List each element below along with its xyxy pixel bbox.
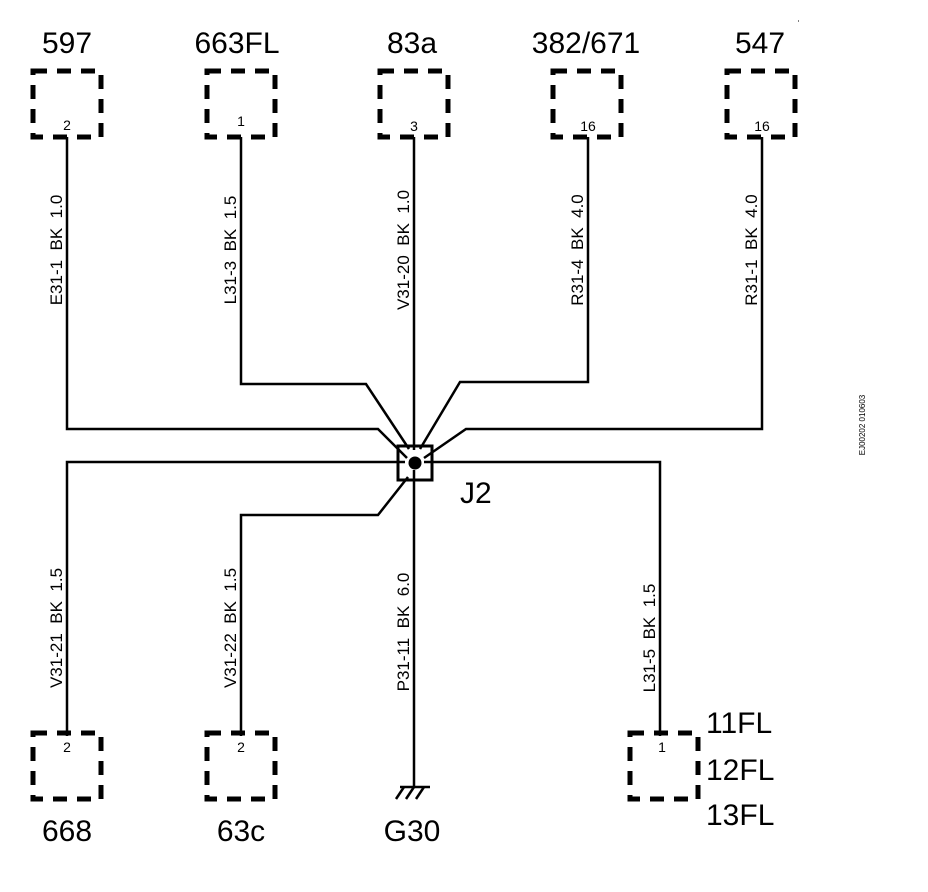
connector-11fl-box	[627, 730, 701, 802]
connector-83a[interactable]: 83a 3	[377, 27, 451, 140]
connector-597-label: 597	[42, 27, 92, 60]
wire-w7-color: BK	[221, 600, 240, 623]
wire-w5-id: R31-1	[742, 259, 761, 305]
connector-663fl-pin: 1	[237, 113, 245, 129]
connector-597-pin: 2	[63, 117, 71, 133]
svg-text:R31-4 BK 4.0: R31-4 BK 4.0	[568, 194, 587, 306]
wire-w4-id: R31-4	[568, 259, 587, 305]
bottom-wires	[65, 460, 662, 787]
wire-r31-4[interactable]	[418, 137, 590, 450]
svg-text:E31-1 BK 1.0: E31-1 BK 1.0	[47, 195, 66, 306]
ground-label: G30	[384, 815, 441, 848]
wire-l31-3[interactable]	[239, 137, 411, 450]
connector-11fl[interactable]: 1 11FL 12FL 13FL	[627, 707, 774, 832]
wire-w9-color: BK	[640, 616, 659, 639]
connector-668-box	[30, 730, 104, 802]
wire-w9-gauge: 1.5	[640, 584, 659, 608]
svg-text:V31-21 BK 1.5: V31-21 BK 1.5	[47, 568, 66, 688]
wire-w4-gauge: 4.0	[568, 194, 587, 218]
wire-label-w7: V31-22 BK 1.5	[221, 568, 240, 688]
wire-label-w1: E31-1 BK 1.0	[47, 195, 66, 306]
wire-label-w6: V31-21 BK 1.5	[47, 568, 66, 688]
ground-symbol-icon	[394, 785, 430, 800]
wire-w9-id: L31-5	[640, 649, 659, 692]
wire-w2-id: L31-3	[221, 261, 240, 304]
svg-text:L31-5 BK 1.5: L31-5 BK 1.5	[640, 584, 659, 693]
svg-text:V31-22 BK 1.5: V31-22 BK 1.5	[221, 568, 240, 688]
wire-label-w9: L31-5 BK 1.5	[640, 584, 659, 693]
connector-663fl-label: 663FL	[194, 27, 279, 60]
wire-w5-color: BK	[742, 227, 761, 250]
top-wires	[65, 137, 764, 460]
connector-13fl-label: 13FL	[706, 799, 774, 832]
connector-547-label: 547	[735, 27, 785, 60]
ground-g30[interactable]: G30	[384, 785, 441, 848]
wire-w1-color: BK	[47, 227, 66, 250]
wire-w3-gauge: 1.0	[394, 190, 413, 214]
connector-83a-pin: 3	[410, 118, 418, 134]
connector-663fl[interactable]: 663FL 1	[194, 27, 280, 140]
side-code: EJ00202 010603	[858, 394, 867, 455]
wire-label-w2: L31-3 BK 1.5	[221, 196, 240, 305]
wire-w3-id: V31-20	[394, 255, 413, 310]
svg-text:V31-20 BK 1.0: V31-20 BK 1.0	[394, 190, 413, 310]
connector-382-671-pin: 16	[580, 118, 596, 134]
connector-11fl-pin: 1	[658, 739, 666, 755]
wire-label-w8: P31-11 BK 6.0	[394, 573, 413, 692]
wire-w3-color: BK	[394, 222, 413, 245]
wire-label-w3: V31-20 BK 1.0	[394, 190, 413, 310]
connector-382-671-label: 382/671	[532, 27, 640, 60]
wire-w7-id: V31-22	[221, 633, 240, 688]
connector-63c[interactable]: 2 63c	[204, 730, 278, 848]
connector-83a-label: 83a	[387, 27, 437, 60]
connector-12fl-label: 12FL	[706, 754, 774, 787]
connector-63c-label: 63c	[217, 815, 265, 848]
wire-w1-gauge: 1.0	[47, 195, 66, 219]
connector-63c-box	[204, 730, 278, 802]
svg-text:R31-1 BK 4.0: R31-1 BK 4.0	[742, 194, 761, 306]
connector-597[interactable]: 597 2	[30, 27, 104, 140]
splice-j2[interactable]: J2	[396, 444, 492, 510]
connector-668[interactable]: 2 668	[30, 730, 104, 848]
wire-w6-color: BK	[47, 600, 66, 623]
wire-w6-id: V31-21	[47, 633, 66, 688]
wire-w2-color: BK	[221, 228, 240, 251]
wire-w8-color: BK	[394, 605, 413, 628]
wire-label-w5: R31-1 BK 4.0	[742, 194, 761, 306]
connector-668-pin: 2	[63, 739, 71, 755]
connector-11fl-label: 11FL	[706, 707, 772, 740]
wire-w2-gauge: 1.5	[221, 196, 240, 220]
wire-w6-gauge: 1.5	[47, 568, 66, 592]
wire-r31-1[interactable]	[423, 137, 764, 460]
svg-text:L31-3 BK 1.5: L31-3 BK 1.5	[221, 196, 240, 305]
splice-dot	[408, 456, 422, 470]
connector-382-671[interactable]: 382/671 16	[532, 27, 640, 140]
svg-text:P31-11 BK 6.0: P31-11 BK 6.0	[394, 573, 413, 692]
connector-547-pin: 16	[754, 118, 770, 134]
wire-e31-1[interactable]	[65, 137, 408, 459]
side-code-text: EJ00202 010603	[858, 394, 867, 455]
wire-w5-gauge: 4.0	[742, 194, 761, 218]
connector-668-label: 668	[42, 815, 92, 848]
wire-w8-gauge: 6.0	[394, 573, 413, 597]
connector-547[interactable]: 547 16	[724, 27, 798, 140]
wire-w4-color: BK	[568, 227, 587, 250]
wire-v31-21[interactable]	[65, 460, 405, 736]
wire-l31-5[interactable]	[424, 460, 662, 736]
wire-w1-id: E31-1	[47, 260, 66, 305]
wire-label-w4: R31-4 BK 4.0	[568, 194, 587, 306]
wire-w7-gauge: 1.5	[221, 568, 240, 592]
wire-v31-22[interactable]	[239, 476, 409, 736]
wire-w8-id: P31-11	[394, 638, 413, 692]
connector-63c-pin: 2	[237, 739, 245, 755]
splice-label: J2	[460, 477, 492, 510]
